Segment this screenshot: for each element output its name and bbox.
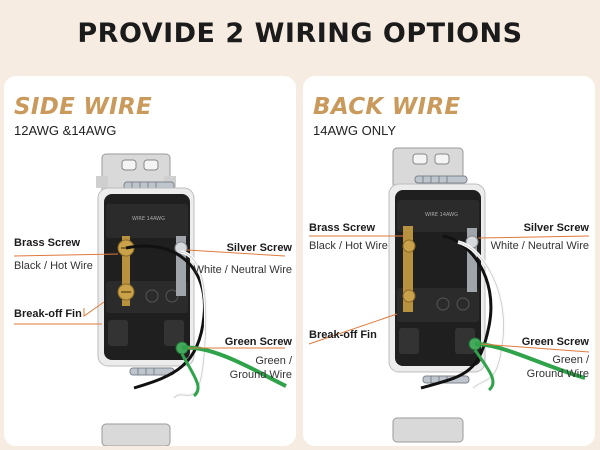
brass-screw-lower-icon bbox=[117, 283, 135, 301]
brass-screw-icon bbox=[402, 239, 416, 253]
back-wire-title: BACK WIRE bbox=[313, 94, 461, 120]
ground-wire-label-line2: Ground Wire bbox=[526, 368, 589, 380]
green-ground-wire bbox=[474, 342, 586, 380]
silver-callout-line bbox=[186, 249, 286, 257]
svg-text:WIRE 14AWG: WIRE 14AWG bbox=[132, 216, 165, 222]
ground-wire-label-line1: Green / bbox=[255, 355, 292, 367]
brass-break-off-fin bbox=[403, 226, 413, 312]
page-headline: PROVIDE 2 WIRING OPTIONS bbox=[77, 18, 523, 49]
brass-screw-label: Brass Screw bbox=[309, 222, 376, 234]
green-screw-label: Green Screw bbox=[521, 336, 589, 348]
green-callout-line bbox=[480, 343, 590, 353]
brass-callout-line bbox=[13, 253, 119, 257]
breakoff-callout-line bbox=[308, 313, 398, 345]
brass-break-off-fin bbox=[122, 236, 130, 306]
side-wire-panel: SIDE WIRE 12AWG &14AWG WIRE 14AWG bbox=[4, 76, 296, 446]
bottom-mounting-screw-icon bbox=[129, 367, 175, 376]
breakoff-fin-label: Break-off Fin bbox=[14, 308, 82, 320]
silver-screw-label: Silver Screw bbox=[226, 242, 292, 254]
top-mounting-screw-icon bbox=[414, 175, 468, 184]
side-wire-gauge: 12AWG &14AWG bbox=[14, 123, 117, 138]
silver-screw-label: Silver Screw bbox=[523, 222, 589, 234]
side-wire-title: SIDE WIRE bbox=[14, 94, 152, 120]
svg-text:WIRE 14AWG: WIRE 14AWG bbox=[425, 212, 458, 218]
brass-screw-lower-icon bbox=[402, 289, 416, 303]
neutral-wire-label: White / Neutral Wire bbox=[490, 240, 589, 252]
hot-wire-label: Black / Hot Wire bbox=[309, 240, 388, 252]
back-wire-panel: BACK WIRE 14AWG ONLY WIRE 14AWG bbox=[303, 76, 595, 446]
back-wire-outlet-illustration: WIRE 14AWG bbox=[308, 147, 590, 443]
hot-wire-label: Black / Hot Wire bbox=[14, 260, 93, 272]
black-hot-wire bbox=[420, 234, 493, 390]
brass-screw-label: Brass Screw bbox=[14, 237, 81, 249]
silver-callout-line bbox=[477, 235, 590, 239]
ground-wire-label-line1: Green / bbox=[552, 354, 589, 366]
breakoff-fin-label: Break-off Fin bbox=[309, 329, 377, 341]
green-screw-label: Green Screw bbox=[224, 336, 292, 348]
back-wire-gauge: 14AWG ONLY bbox=[313, 123, 397, 138]
neutral-wire-label: White / Neutral Wire bbox=[193, 264, 292, 276]
bottom-mounting-strap bbox=[392, 417, 464, 443]
bottom-mounting-strap bbox=[101, 423, 171, 446]
ground-wire-label-line2: Ground Wire bbox=[229, 369, 292, 381]
side-wire-outlet-illustration: WIRE 14AWG bbox=[13, 153, 287, 446]
